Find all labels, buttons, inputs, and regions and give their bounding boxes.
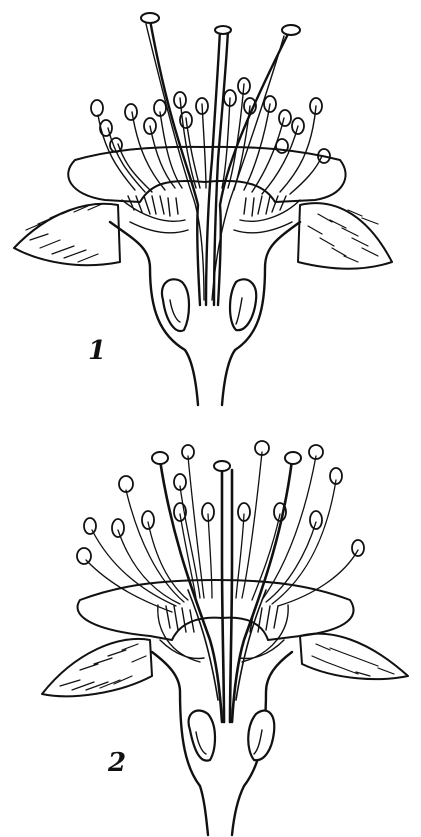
flower-section-1	[14, 13, 392, 405]
stigma-1-right	[282, 25, 300, 35]
receptacle-1	[110, 222, 300, 405]
flower-section-2	[42, 441, 408, 835]
sepal-left-2	[42, 639, 152, 696]
sepal-right-2	[300, 634, 408, 679]
stigma-1-middle	[215, 26, 231, 34]
ovule-right-2	[248, 711, 274, 761]
stigma-2-right	[285, 452, 301, 464]
sepal-left-1	[14, 204, 120, 265]
sepal-right-1	[298, 203, 392, 269]
stigma-2-middle	[214, 461, 230, 471]
ovule-left-2	[189, 711, 215, 761]
nectar-disc-1	[122, 196, 300, 233]
figure-label-1: 1	[88, 336, 106, 366]
stigma-2-left	[152, 452, 168, 464]
ovule-right-1	[230, 279, 256, 330]
ovule-left-1	[162, 279, 189, 331]
stigma-1-left	[141, 13, 159, 23]
petal-disc-2	[78, 580, 354, 640]
anthers-2	[77, 441, 364, 564]
figure-label-2: 2	[108, 748, 126, 778]
